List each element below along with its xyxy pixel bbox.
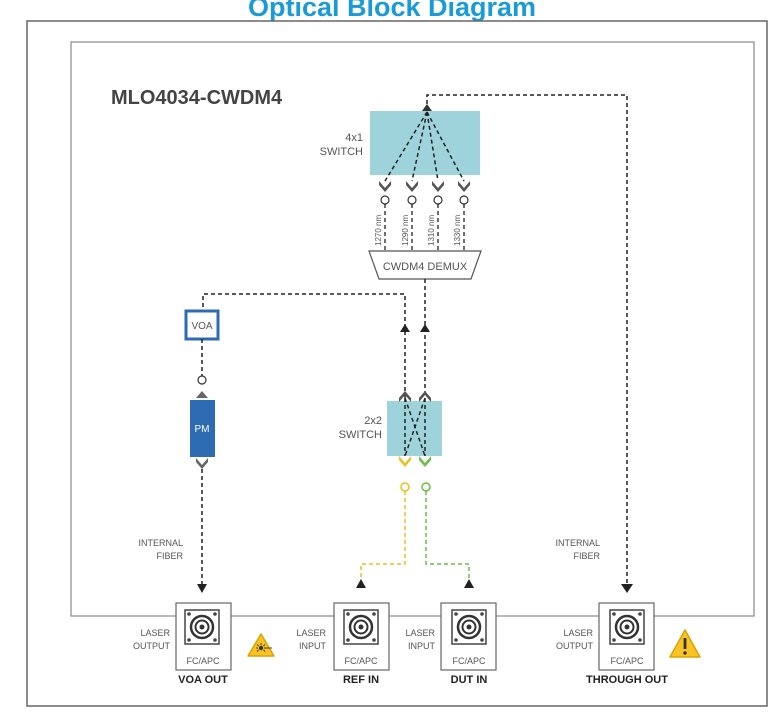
- switch-2x2-ref-chevron: [399, 456, 411, 467]
- pm-connector: [197, 375, 207, 385]
- port-ref-in: FC/APC LASER INPUT REF IN: [296, 602, 390, 686]
- internal-fiber-right-line1: INTERNAL: [555, 538, 600, 548]
- voa-feed-path: [202, 293, 406, 398]
- switch-4x1-label-line1: 4x1: [345, 132, 363, 144]
- port-name: REF IN: [343, 674, 379, 686]
- wavelength-label-3: 1310 nm: [427, 215, 436, 246]
- switch-4x1-label-line2: SWITCH: [320, 146, 363, 158]
- dut-in-path: [425, 491, 470, 586]
- diagram-title: Optical Block Diagram: [248, 0, 536, 22]
- switch-2x2-top-chevrons: [399, 391, 431, 402]
- port-side-label-line1: LASER: [296, 628, 326, 638]
- instrument-box: [70, 41, 755, 617]
- port-side-label-line2: INPUT: [408, 641, 436, 651]
- dut-connector: [421, 482, 431, 492]
- internal-fiber-left-line1: INTERNAL: [138, 538, 183, 548]
- port-side-label-line1: LASER: [563, 628, 593, 638]
- through-arrow: [621, 584, 633, 593]
- cwdm4-demux: [368, 250, 482, 280]
- wavelength-label-1: 1270 nm: [374, 215, 383, 246]
- dut-in-arrow: [464, 579, 474, 588]
- port-side-label-line1: LASER: [405, 628, 435, 638]
- port-voa-out: FC/APC LASER OUTPUT VOA OUT: [133, 602, 232, 686]
- pm-bottom-chevron: [196, 458, 208, 469]
- fc-apc-connector-icon: [184, 609, 220, 645]
- power-meter-block: [190, 400, 215, 457]
- voa-out-arrow: [197, 584, 207, 593]
- port-connector-type: FC/APC: [610, 656, 644, 666]
- switch-2x2-label-line2: SWITCH: [339, 429, 382, 441]
- switch-2x2-dut-chevron: [419, 456, 431, 467]
- switch-4x1-chevrons: [379, 181, 470, 192]
- voa-label: VOA: [191, 321, 212, 332]
- port-connector-type: FC/APC: [344, 656, 378, 666]
- port-dut-in: FC/APC LASER INPUT DUT IN: [405, 602, 497, 686]
- ref-in-path: [360, 491, 406, 586]
- port-name: DUT IN: [451, 674, 488, 686]
- fc-apc-connector-icon: [609, 609, 645, 645]
- switch-2x2: [387, 401, 442, 456]
- port-name: THROUGH OUT: [586, 674, 668, 686]
- model-name: MLO4034-CWDM4: [111, 87, 283, 109]
- port-name: VOA OUT: [178, 674, 228, 686]
- port-side-label-line2: OUTPUT: [556, 641, 594, 651]
- demux-label: CWDM4 DEMUX: [383, 261, 468, 273]
- internal-fiber-right-line2: FIBER: [573, 551, 600, 561]
- switch-2x2-label-line1: 2x2: [364, 415, 382, 427]
- internal-fiber-left-line2: FIBER: [156, 551, 183, 561]
- port-connector-type: FC/APC: [186, 656, 220, 666]
- through-path: [426, 94, 628, 586]
- pm-top-chevron: [196, 391, 208, 398]
- ref-connector: [400, 482, 410, 492]
- port-side-label-line1: LASER: [140, 628, 170, 638]
- pm-label: PM: [195, 424, 210, 435]
- port-side-label-line2: INPUT: [299, 641, 327, 651]
- laser-warning-icon: [247, 633, 275, 657]
- ref-in-arrow: [356, 579, 366, 588]
- switch-4x1-top-port: [422, 104, 432, 111]
- switch-4x1-fan: [384, 111, 465, 182]
- fc-apc-connector-icon: [343, 609, 379, 645]
- wavelength-fibers: [384, 204, 465, 251]
- port-connector-type: FC/APC: [452, 656, 486, 666]
- caution-warning-icon: [669, 629, 701, 658]
- outer-frame: [26, 20, 768, 707]
- wavelength-label-2: 1290 nm: [401, 215, 410, 246]
- port-through-out: FC/APC LASER OUTPUT THROUGH OUT: [556, 602, 668, 686]
- voa-feed-arrow: [400, 324, 410, 332]
- fc-apc-connector-icon: [451, 609, 487, 645]
- port-side-label-line2: OUTPUT: [133, 641, 171, 651]
- demux-arrow: [420, 324, 430, 332]
- switch-4x1-connectors: [380, 195, 469, 205]
- wavelength-label-4: 1330 nm: [453, 215, 462, 246]
- switch-2x2-paths: [404, 397, 426, 457]
